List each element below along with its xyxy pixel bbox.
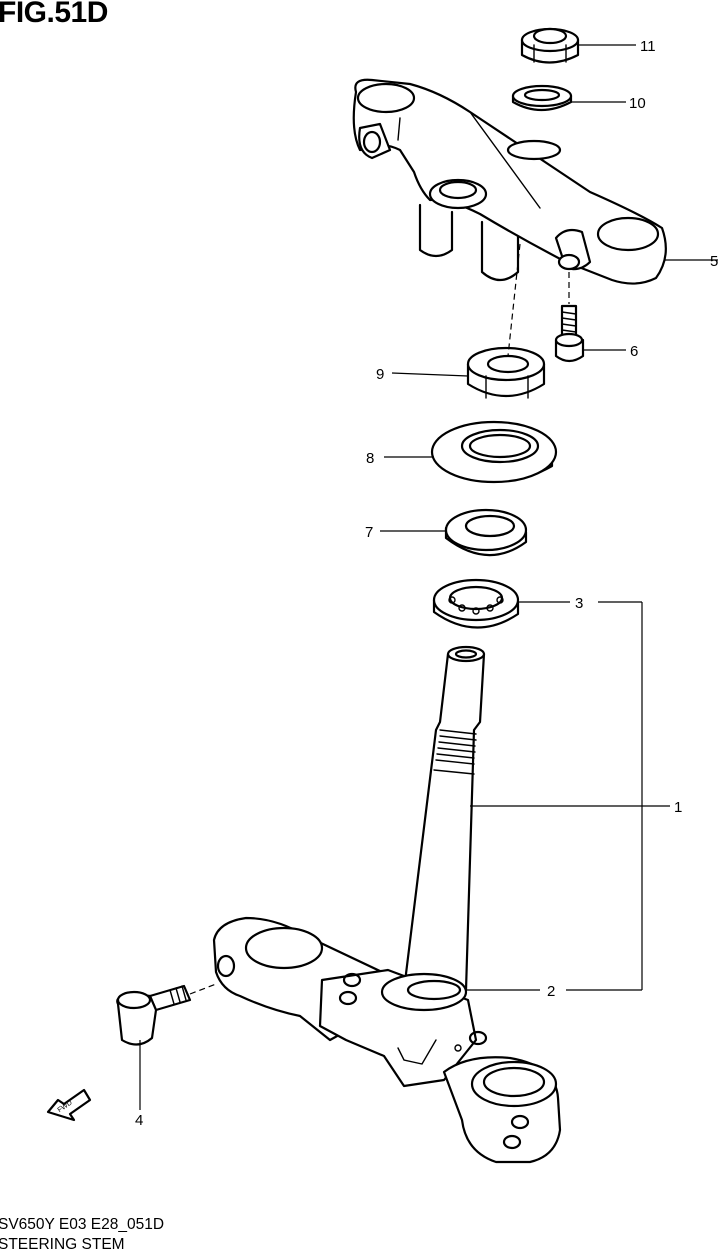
part-5-upper-bracket	[352, 78, 667, 285]
figure-title: FIG.51D	[0, 0, 108, 29]
callout-2: 2	[547, 983, 555, 1000]
part-10-washer	[511, 84, 573, 112]
part-8-dust-seal	[430, 420, 558, 484]
part-1-steering-stem	[402, 645, 486, 992]
part-9-lock-nut	[466, 243, 546, 399]
callout-4: 4	[135, 1112, 143, 1129]
part-2-lower-bracket	[212, 916, 562, 1164]
part-3-bearing	[432, 578, 520, 629]
leader-lines	[139, 44, 718, 1110]
figure-name: STEERING STEM	[0, 1236, 125, 1253]
part-7-bearing-cone	[444, 508, 528, 557]
callout-1: 1	[674, 799, 682, 816]
callout-8: 8	[366, 450, 374, 467]
callout-11: 11	[640, 38, 656, 55]
part-4-bolt	[116, 983, 217, 1046]
part-6-bolt	[554, 272, 585, 363]
callout-10: 10	[629, 95, 646, 112]
callout-labels: 11 10 5 6 9 8 7 3 1 2 4	[135, 38, 718, 1129]
callout-5: 5	[710, 253, 718, 270]
figure-code: SV650Y E03 E28_051D	[0, 1216, 165, 1233]
fwd-arrow-icon: FWD	[46, 1088, 92, 1122]
callout-9: 9	[376, 366, 384, 383]
callout-3: 3	[575, 595, 583, 612]
callout-7: 7	[365, 524, 373, 541]
part-11-stem-nut	[520, 27, 580, 64]
callout-6: 6	[630, 343, 638, 360]
